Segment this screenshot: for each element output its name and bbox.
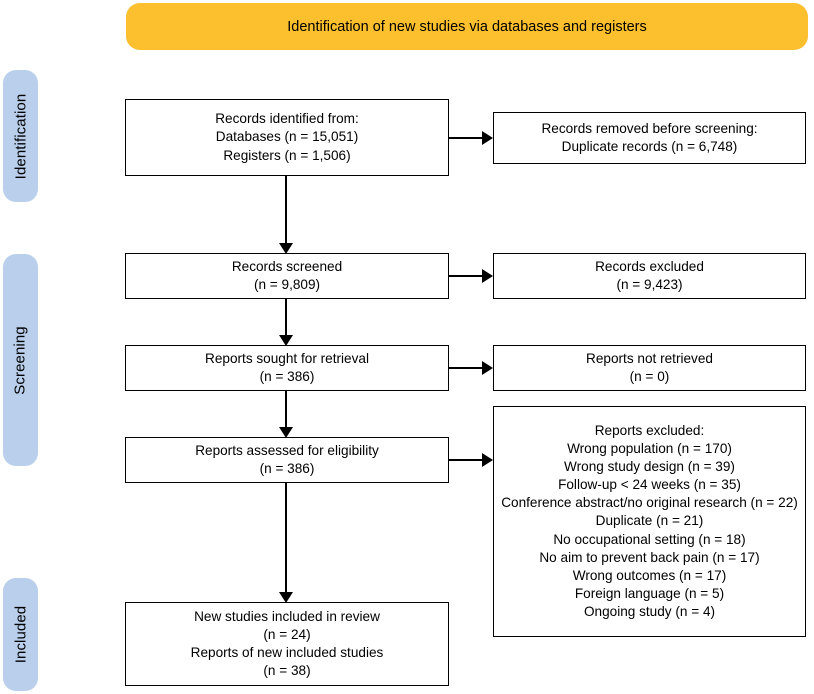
header-banner: Identification of new studies via databa… xyxy=(126,3,808,50)
box-records-identified: Records identified from: Databases (n = … xyxy=(125,99,449,176)
box-line: (n = 38) xyxy=(263,663,311,679)
box-line: Duplicate (n = 21) xyxy=(595,513,704,529)
box-line: (n = 9,423) xyxy=(616,277,683,292)
box-records-excluded: Records excluded (n = 9,423) xyxy=(493,253,806,299)
box-line: Records screened xyxy=(231,258,343,274)
arrowhead-sought-to-not-retrieved xyxy=(482,361,493,375)
box-line: Reports sought for retrieval xyxy=(205,350,369,366)
stage-label-identification: Identification xyxy=(3,70,38,202)
box-line: Ongoing study (n = 4) xyxy=(583,603,716,619)
box-line: (n = 9,809) xyxy=(253,277,321,292)
box-line: Wrong population (n = 170) xyxy=(567,441,732,457)
box-line: Registers (n = 1,506) xyxy=(223,147,351,163)
arrowhead-screened-to-sought xyxy=(279,335,293,346)
box-line: Records removed before screening: xyxy=(541,120,758,136)
box-line: (n = 24) xyxy=(263,626,311,642)
arrowhead-identified-to-removed xyxy=(482,131,493,145)
box-line: No aim to prevent back pain (n = 17) xyxy=(539,549,760,565)
stage-label-screening: Screening xyxy=(3,254,38,466)
connector-sought-to-not-retrieved xyxy=(449,367,482,369)
arrowhead-assessed-to-reports-excluded xyxy=(482,453,493,467)
stage-identification-text: Identification xyxy=(12,93,29,179)
box-line: Conference abstract/no original research… xyxy=(501,495,798,511)
box-line: Wrong study design (n = 39) xyxy=(564,459,735,475)
box-new-studies-included: New studies included in review (n = 24) … xyxy=(125,602,449,686)
box-records-removed: Records removed before screening: Duplic… xyxy=(493,112,806,164)
box-line: Foreign language (n = 5) xyxy=(574,585,725,601)
box-line: Databases (n = 15,051) xyxy=(215,129,359,145)
box-line: Records excluded xyxy=(595,258,704,274)
header-title: Identification of new studies via databa… xyxy=(287,18,647,35)
box-reports-not-retrieved: Reports not retrieved (n = 0) xyxy=(493,345,806,391)
stage-included-text: Included xyxy=(12,605,30,664)
stage-label-included: Included xyxy=(3,578,38,691)
connector-assessed-to-included xyxy=(285,483,287,593)
arrowhead-assessed-to-included xyxy=(279,592,293,603)
connector-screened-to-sought xyxy=(285,299,287,336)
box-line: Reports not retrieved xyxy=(586,350,713,366)
stage-screening-text: Screening xyxy=(12,325,30,395)
connector-identified-to-removed xyxy=(449,137,482,139)
connector-screened-to-excluded xyxy=(449,275,482,277)
box-line: (n = 386) xyxy=(259,369,315,384)
arrowhead-sought-to-assessed xyxy=(279,427,293,438)
arrowhead-screened-to-excluded xyxy=(482,269,493,283)
box-line: No occupational setting (n = 18) xyxy=(553,531,746,547)
box-reports-sought: Reports sought for retrieval (n = 386) xyxy=(125,345,449,391)
box-line: Records identified from: xyxy=(215,111,359,127)
box-reports-assessed: Reports assessed for eligibility (n = 38… xyxy=(125,437,449,483)
box-reports-excluded: Reports excluded: Wrong population (n = … xyxy=(493,406,806,637)
box-line: (n = 0) xyxy=(629,369,670,384)
box-records-screened: Records screened (n = 9,809) xyxy=(125,253,449,299)
box-line: New studies included in review xyxy=(194,608,380,624)
connector-identified-to-screened xyxy=(285,176,287,244)
box-line: Reports assessed for eligibility xyxy=(195,442,379,458)
box-line: Duplicate records (n = 6,748) xyxy=(561,139,738,154)
box-line: Reports of new included studies xyxy=(190,645,384,660)
box-line: Follow-up < 24 weeks (n = 35) xyxy=(558,477,741,493)
connector-sought-to-assessed xyxy=(285,391,287,428)
arrowhead-identified-to-screened xyxy=(279,243,293,254)
box-line: (n = 386) xyxy=(259,461,315,476)
box-line: Wrong outcomes (n = 17) xyxy=(572,567,727,583)
box-line: Reports excluded: xyxy=(594,423,705,439)
connector-assessed-to-reports-excluded xyxy=(449,459,482,461)
